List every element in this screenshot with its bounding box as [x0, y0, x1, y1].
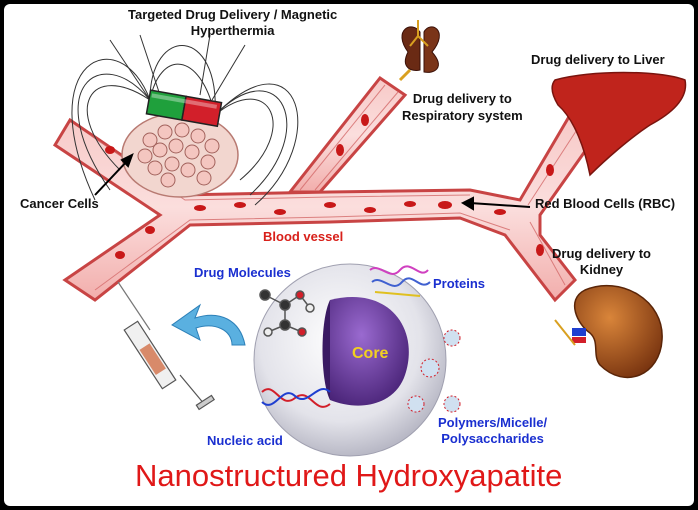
- label-cancer-cells: Cancer Cells: [20, 196, 99, 211]
- cancer-cell-cluster: [122, 113, 238, 197]
- label-drug-delivery-liver: Drug delivery to Liver: [531, 52, 665, 67]
- label-targeted-drug-delivery: Targeted Drug Delivery / Magnetic Hypert…: [128, 7, 337, 39]
- label-drug-molecules: Drug Molecules: [194, 265, 291, 280]
- label-drug-delivery-kidney: Drug delivery to Kidney: [552, 246, 651, 278]
- label-drug-delivery-respiratory: Drug delivery to Respiratory system: [402, 90, 523, 124]
- label-nucleic-acid: Nucleic acid: [207, 433, 283, 448]
- diagram-title: Nanostructured Hydroxyapatite: [135, 458, 562, 494]
- label-core: Core: [352, 345, 388, 363]
- label-blood-vessel: Blood vessel: [263, 229, 343, 244]
- label-proteins: Proteins: [433, 276, 485, 291]
- nanoparticle-sphere: [254, 264, 446, 456]
- label-polymers-micelle: Polymers/Micelle/ Polysaccharides: [438, 415, 547, 447]
- label-red-blood-cells: Red Blood Cells (RBC): [535, 196, 675, 211]
